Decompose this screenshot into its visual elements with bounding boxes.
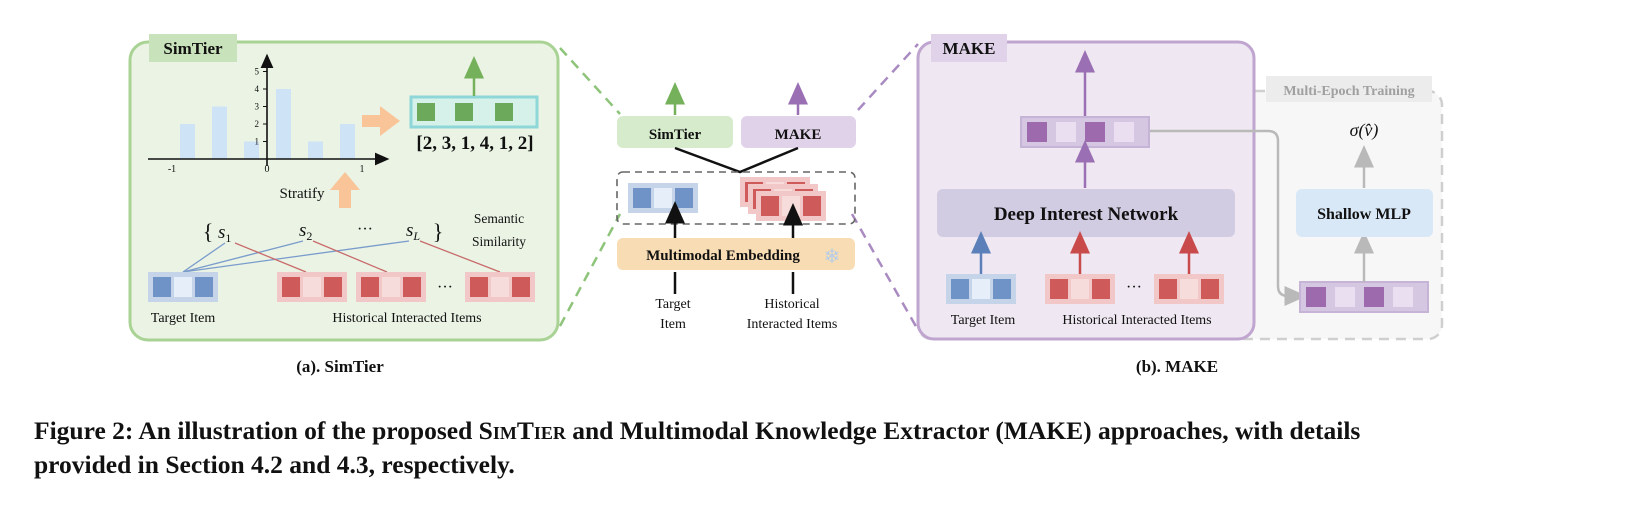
make-target-label: Target Item [951,313,1016,328]
simtier-tag: SimTier [163,39,223,58]
hist-bar [276,89,291,159]
caption-simtier: SimTier [478,416,566,445]
sim-s2: s2 [299,220,312,243]
sigma-output: σ(v̂) [1350,120,1379,141]
hist-bar [212,106,227,159]
set-close-brace: } [433,219,444,244]
x-tick: -1 [168,164,176,175]
purple-embedding [1020,116,1150,148]
hist-bar [340,124,355,159]
transfer-link [1150,129,1307,306]
x-tick: 0 [265,164,270,175]
center-target-label: Item [660,317,686,332]
shallow-mlp-label: Shallow MLP [1317,206,1411,223]
simtier-items [148,272,535,302]
target-item-label: Target Item [151,311,216,326]
zoom-line [559,47,621,115]
hist-bar [244,141,259,159]
simtier-subcaption: (a). SimTier [296,357,384,376]
module-links [674,146,799,174]
semantic-similarity-label: Similarity [472,234,526,249]
y-tick: 4 [255,84,260,94]
similarity-links [182,240,501,273]
zoom-line [857,43,919,111]
sim-sL: sL [406,220,420,243]
history-item-embedding [1045,274,1115,304]
simtier-tag-bg [149,34,237,62]
make-subcaption: (b). MAKE [1136,357,1218,376]
make-history-label: Historical Interacted Items [1062,313,1211,328]
center-history-label: Historical [764,297,819,312]
stratify-arrow-right [362,106,400,136]
make-module [741,116,856,148]
center-pipeline: SimTier MAKE Multimodal Embedding ❄ Targ… [616,82,856,332]
y-tick: 5 [255,67,260,77]
figure-diagram: SimTier 1 2 3 4 5 -1 0 1 Stratify [2, 3, 1, … [128,34,1444,376]
make-panel: MAKE Multi-Epoch Training Deep Interest … [916,34,1444,341]
semantic-similarity-label: Semantic [474,211,524,226]
purple-embedding [1299,281,1429,313]
x-tick: 1 [360,164,365,175]
din-box [937,189,1235,237]
make-items-ellipsis: ··· [1126,279,1142,296]
target-item-embedding [148,272,218,302]
figure-caption: Figure 2: An illustration of the propose… [34,414,1624,482]
make-output-embedding [1020,116,1150,148]
shallow-mlp-box [1296,189,1433,237]
y-tick: 2 [255,119,260,129]
stratify-label: Stratify [280,186,325,202]
multi-epoch-tag-bg [1266,76,1432,102]
caption-rest: and Multimodal Knowledge Extractor (MAKE… [572,416,1361,445]
history-item-embedding [356,272,426,302]
caption-line2: provided in Section 4.2 and 4.3, respect… [34,450,515,479]
zoom-line [558,213,622,327]
stratify-arrow-up [330,172,360,208]
simtier-module-label: SimTier [649,127,702,143]
zoom-line [850,213,920,331]
simtier-panel: SimTier 1 2 3 4 5 -1 0 1 Stratify [2, 3, 1, … [128,34,560,342]
similarity-histogram: 1 2 3 4 5 -1 0 1 [148,53,390,175]
y-tick: 1 [255,137,260,147]
set-open-brace: { [203,219,214,244]
hist-bar [180,124,195,159]
target-item-embedding [946,274,1016,304]
tier-vector [409,95,539,129]
make-tag-bg [931,34,1007,62]
sim-s1: s1 [218,222,231,245]
make-module-label: MAKE [775,127,822,143]
din-label: Deep Interest Network [994,204,1179,225]
y-tick: 3 [255,102,260,112]
caption-prefix: Figure 2: An illustration of the propose… [34,416,473,445]
history-item-embedding [756,191,826,221]
history-items-label: Historical Interacted Items [332,311,481,326]
simtier-module [617,116,733,148]
history-item-embedding [1154,274,1224,304]
frozen-snowflake-icon: ❄ [824,244,841,268]
items-ellipsis: ··· [437,279,453,296]
embedding-group-box [616,171,856,225]
center-history-label: Interacted Items [747,317,838,332]
make-tag: MAKE [943,39,996,58]
make-items [946,274,1224,304]
hist-bar [308,141,323,159]
multimodal-embedding-label: Multimodal Embedding [646,248,800,264]
tier-vector-values: [2, 3, 1, 4, 1, 2] [416,133,533,154]
sim-ellipsis: ··· [357,221,373,238]
history-item-embedding [465,272,535,302]
history-item-embedding [277,272,347,302]
multimodal-embedding-box [617,238,855,270]
center-target-label: Target [655,297,690,312]
target-item-embedding [628,183,698,213]
mlp-input-embedding [1299,281,1429,313]
multi-epoch-label: Multi-Epoch Training [1283,84,1414,99]
